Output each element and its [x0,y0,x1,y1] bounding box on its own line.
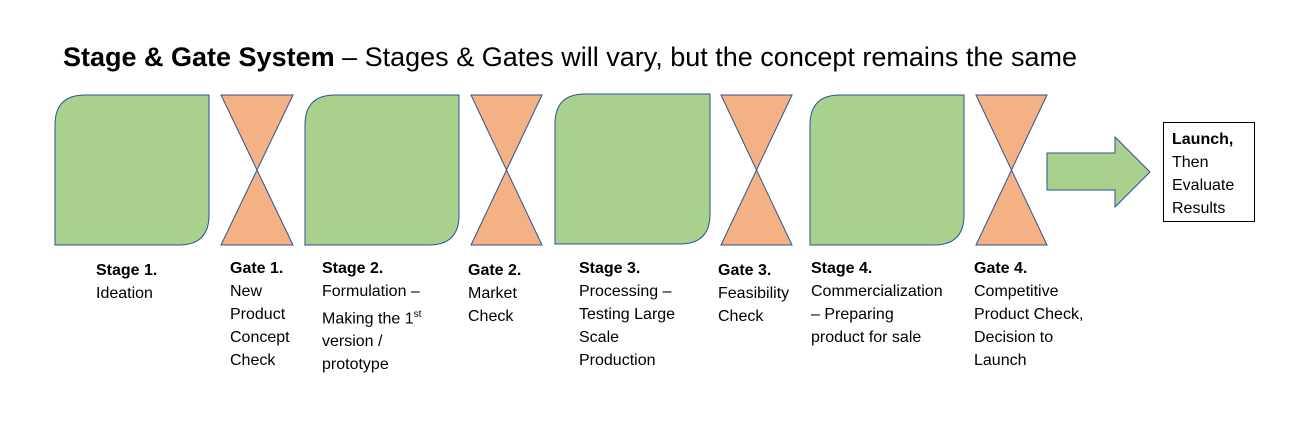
gate-4-line: Decision to [974,329,1054,346]
launch-arrow [1046,135,1151,209]
stage-1-box [54,94,210,246]
gate-2-line: Market [468,285,517,302]
gate-4-title: Gate 4. [974,260,1028,277]
gate-4-line: Launch [974,352,1027,369]
stage-3-title: Stage 3. [579,260,641,277]
gate-2-hourglass [470,94,543,246]
stage-2-line: Formulation – [322,283,420,300]
title-bold: Stage & Gate System [63,42,335,72]
gate-1-title: Gate 1. [230,260,284,277]
result-line: Results [1172,200,1226,217]
stage-2-title: Stage 2. [322,260,384,277]
gate-4-line: Competitive [974,283,1059,300]
stage-4-line: Commercialization [811,283,943,300]
result-title: Launch, [1172,131,1234,148]
title-rest: – Stages & Gates will vary, but the conc… [334,42,1077,72]
launch-result-box: Launch, Then Evaluate Results [1163,122,1255,222]
gate-3-title: Gate 3. [718,262,772,279]
stage-3-line: Production [579,352,656,369]
stage-3-line: Scale [579,329,620,346]
gate-4-line: Product Check, [974,306,1084,323]
stage-2-line-with-superscript: Making the 1st [322,303,421,330]
gate-2-line: Check [468,308,514,325]
gate-3-line: Check [718,308,764,325]
gate-1-line: Product [230,306,286,323]
stage-3-line: Processing – [579,283,672,300]
stage-4-label: Stage 4. Commercialization – Preparing p… [811,257,943,349]
stage-2-box [304,94,460,246]
stage-2-line: prototype [322,356,389,374]
gate-1-line: Check [230,352,276,369]
gate-1-line: New [230,283,263,300]
stage-1-label: Stage 1. Ideation [96,259,157,305]
gate-2-title: Gate 2. [468,262,522,279]
stage-4-title: Stage 4. [811,260,873,277]
stage-2-line: version / [322,333,383,351]
stage-2-superscript: st [413,309,422,320]
stage-2-label: Stage 2. Formulation – Making the 1st ve… [322,257,421,376]
gate-1-hourglass [220,94,294,246]
gate-4-hourglass [975,94,1048,246]
stage-1-title: Stage 1. [96,262,158,279]
result-line: Evaluate [1172,177,1235,194]
gate-1-label: Gate 1. New Product Concept Check [230,257,290,372]
stage-3-line: Testing Large [579,306,676,323]
stage-3-box [554,93,711,245]
page-title: Stage & Gate System – Stages & Gates wil… [63,40,1077,74]
gate-3-label: Gate 3. Feasibility Check [718,259,789,328]
stage-3-label: Stage 3. Processing – Testing Large Scal… [579,257,675,372]
gate-2-label: Gate 2. Market Check [468,259,521,328]
gate-3-hourglass [720,94,793,246]
stage-4-box [809,94,965,246]
result-line: Then [1172,154,1209,171]
stage-4-line: – Preparing [811,306,894,323]
stage-2-line: Making the 1 [322,310,414,328]
gate-4-label: Gate 4. Competitive Product Check, Decis… [974,257,1083,372]
stage-1-line: Ideation [96,285,153,302]
gate-1-line: Concept [230,329,290,346]
gate-3-line: Feasibility [718,285,790,302]
stage-4-line: product for sale [811,329,922,346]
